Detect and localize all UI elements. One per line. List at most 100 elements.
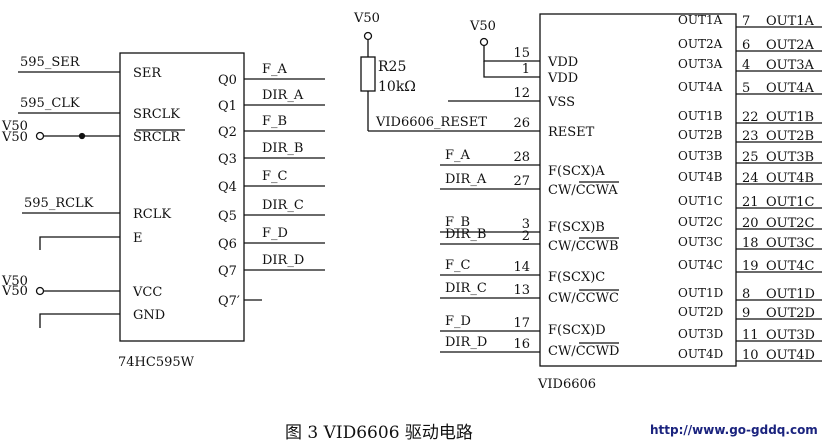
net-label-595-right-0: F_A: [262, 62, 288, 77]
terminal-v50-vid: [479, 37, 489, 47]
wire-e-gnd: [39, 236, 120, 250]
pin-num-vid-out-12: 8: [742, 287, 750, 302]
net-label-595-left-3: 595_RCLK: [24, 196, 94, 211]
resistor-r25: [360, 56, 376, 92]
net-label-vid-in-9: DIR_C: [445, 281, 487, 296]
pin-label-vid-5: CW/CCWA: [548, 183, 618, 198]
labels: 74HC595WSERSRCLKSRCLRRCLKEVCCGND595_SER5…: [1, 11, 815, 392]
pin-label-vid-out-8: OUT1C: [678, 194, 723, 208]
pin-num-vid-out-3: 5: [742, 81, 750, 96]
net-label-vid-out-3: OUT4A: [766, 81, 815, 96]
pin-label-595-srclr: SRCLR: [133, 130, 181, 145]
chip-74hc595-body: [119, 52, 245, 342]
pin-label-595-e: E: [133, 231, 143, 246]
net-label-vid-in-6: F_B: [445, 215, 470, 230]
net-label-vid-out-9: OUT2C: [766, 216, 815, 231]
pin-label-vid-9: CW/CCWC: [548, 291, 619, 306]
net-label-vid-out-10: OUT3C: [766, 236, 815, 251]
pin-label-595-q7: Q7: [218, 264, 237, 279]
wire-vdd-1: [483, 61, 540, 78]
net-label-vid-in-5: DIR_A: [445, 172, 487, 187]
watermark-url: http://www.go-gddq.com: [650, 423, 818, 437]
pin-label-vid-0: VDD: [547, 55, 578, 70]
pin-label-vid-11: CW/CCWD: [548, 344, 619, 359]
pin-num-vid-out-0: 7: [742, 14, 750, 29]
pin-num-vid-out-7: 24: [742, 171, 759, 186]
net-label-595-right-2: F_B: [262, 114, 287, 129]
pin-label-vid-out-9: OUT2C: [678, 215, 723, 229]
terminal-v50-r25: [363, 31, 373, 41]
net-label-vid-out-1: OUT2A: [766, 38, 815, 53]
resistor-value: 10kΩ: [378, 79, 416, 95]
chip-vid6606-name: VID6606: [537, 377, 596, 392]
pin-label-595-q7prime: Q7′: [218, 294, 240, 309]
pin-num-vid-out-5: 23: [742, 129, 759, 144]
pin-num-vid-17: 17: [513, 316, 530, 331]
pin-label-595-vcc: VCC: [132, 285, 162, 300]
pin-num-vid-out-11: 19: [742, 259, 759, 274]
pin-label-595-q4: Q4: [218, 180, 237, 195]
pin-num-vid-out-10: 18: [742, 236, 759, 251]
terminal-v50-srclr: [35, 131, 45, 141]
pin-num-vid-out-6: 25: [742, 150, 759, 165]
wires: [18, 13, 822, 367]
pin-num-vid-15: 15: [513, 46, 530, 61]
net-label-595-left-2: V50: [1, 119, 28, 134]
wire-gnd: [39, 313, 120, 328]
net-label-vid-in-11: DIR_D: [445, 335, 487, 350]
wire-vdd-15: [483, 46, 540, 62]
pin-num-vid-13: 13: [513, 283, 530, 298]
pin-num-vid-12: 12: [513, 86, 530, 101]
pin-label-vid-4: F(SCX)A: [548, 164, 605, 179]
net-label-595-left-5: V50: [1, 284, 28, 299]
pin-num-vid-28: 28: [513, 150, 530, 165]
net-label-595-left-1: 595_CLK: [20, 96, 80, 111]
pin-label-vid-out-7: OUT4B: [678, 170, 723, 184]
pin-num-vid-out-15: 10: [742, 348, 759, 363]
pin-label-vid-out-13: OUT2D: [678, 305, 723, 319]
chip-74hc595-name: 74HC595W: [118, 355, 195, 370]
pin-label-vid-out-10: OUT3C: [678, 235, 723, 249]
pin-num-vid-out-8: 21: [742, 195, 759, 210]
pin-label-vid-2: VSS: [547, 95, 575, 110]
net-label-vid-out-2: OUT3A: [766, 58, 815, 73]
resistor-ref: R25: [378, 59, 406, 75]
pin-label-595-q0: Q0: [218, 73, 237, 88]
net-label-vid-out-6: OUT3B: [766, 150, 814, 165]
pin-num-vid-out-14: 11: [742, 328, 759, 343]
net-label-595-right-5: DIR_C: [262, 198, 304, 213]
pin-label-vid-out-11: OUT4C: [678, 258, 723, 272]
chip-vid6606-body: [539, 13, 737, 367]
pin-num-vid-14: 14: [513, 260, 530, 275]
pin-label-vid-8: F(SCX)C: [548, 270, 605, 285]
pin-label-vid-out-15: OUT4D: [678, 347, 723, 361]
net-label-vid-in-10: F_D: [445, 314, 471, 329]
net-label-vid-out-8: OUT1C: [766, 195, 815, 210]
pin-num-vid-3: 3: [522, 217, 530, 232]
pin-label-vid-3: RESET: [548, 125, 595, 140]
net-label-vid-out-13: OUT2D: [766, 306, 815, 321]
net-label-595-right-1: DIR_A: [262, 88, 304, 103]
pin-num-vid-out-13: 9: [742, 306, 750, 321]
net-label-vid-supply: V50: [469, 19, 496, 34]
pin-label-595-ser: SER: [133, 66, 162, 81]
pin-label-vid-out-12: OUT1D: [678, 286, 723, 300]
pin-num-vid-2: 2: [522, 229, 530, 244]
pin-num-vid-16: 16: [513, 337, 530, 352]
pin-label-vid-7: CW/CCWB: [548, 239, 619, 254]
pin-label-595-q6: Q6: [218, 237, 237, 252]
net-label-595-left-5: V50: [1, 274, 28, 289]
net-label-595-right-3: DIR_B: [262, 141, 303, 156]
net-label-vid-out-11: OUT4C: [766, 259, 815, 274]
net-label-r25-supply: V50: [353, 11, 380, 26]
net-label-vid-out-4: OUT1B: [766, 110, 814, 125]
net-label-vid-out-0: OUT1A: [766, 14, 815, 29]
pin-label-vid-out-3: OUT4A: [678, 80, 723, 94]
net-label-595-right-4: F_C: [262, 169, 288, 184]
pin-label-595-q5: Q5: [218, 209, 237, 224]
net-label-595-left-2: V50: [1, 130, 28, 145]
pin-num-vid-out-9: 20: [742, 216, 759, 231]
net-label-vid-in-4: F_A: [445, 148, 471, 163]
pin-label-595-srclk: SRCLK: [133, 107, 180, 122]
